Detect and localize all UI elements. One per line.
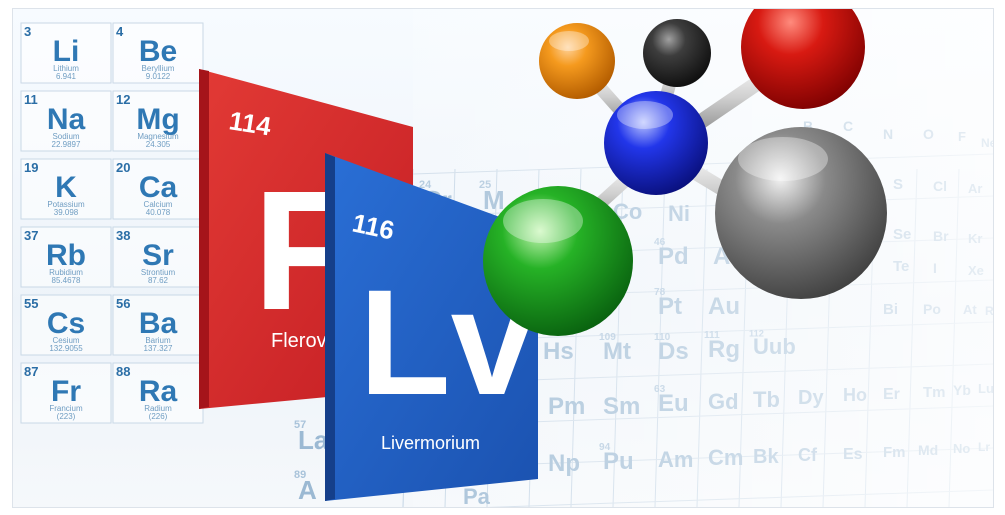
element-name: Strontium bbox=[141, 268, 176, 277]
element-name: Calcium bbox=[144, 200, 173, 209]
flerovium-number: 114 bbox=[227, 105, 274, 141]
element-cell-box bbox=[112, 226, 204, 288]
element-number: 20 bbox=[116, 160, 130, 175]
element-number: 11 bbox=[24, 92, 38, 107]
element-name: Lithium bbox=[53, 64, 79, 73]
background-element-number: 89 bbox=[294, 469, 306, 481]
element-symbol: Cs bbox=[47, 307, 85, 340]
element-number: 87 bbox=[24, 364, 38, 379]
orange-atom-highlight bbox=[549, 31, 589, 51]
element-symbol: Rb bbox=[46, 239, 86, 272]
element-symbol: Li bbox=[53, 35, 80, 68]
orange-atom bbox=[539, 23, 615, 99]
element-mass: 39.098 bbox=[54, 208, 79, 217]
element-number: 12 bbox=[116, 92, 130, 107]
element-mass: 87.62 bbox=[148, 276, 169, 285]
grey-atom bbox=[715, 127, 887, 299]
red-atom bbox=[741, 9, 865, 109]
element-name: Francium bbox=[49, 404, 83, 413]
element-mass: (223) bbox=[57, 412, 76, 421]
livermorium-card-face bbox=[325, 153, 538, 501]
element-name: Sodium bbox=[52, 132, 79, 141]
image-frame: 24Cr25MCoNi46PdA78PtAuHs109Mt110Ds111Rg1… bbox=[12, 8, 994, 508]
element-mass: 40.078 bbox=[146, 208, 171, 217]
element-cell-box bbox=[20, 294, 112, 356]
element-symbol: Ca bbox=[139, 171, 178, 204]
element-number: 19 bbox=[24, 160, 38, 175]
element-symbol: Fr bbox=[51, 375, 81, 408]
element-symbol: Ra bbox=[139, 375, 178, 408]
element-cell-box bbox=[112, 362, 204, 424]
element-name: Radium bbox=[144, 404, 172, 413]
flerovium-card-edge bbox=[199, 69, 209, 409]
element-number: 55 bbox=[24, 296, 38, 311]
element-number: 88 bbox=[116, 364, 130, 379]
element-symbol: Sr bbox=[142, 239, 174, 272]
element-cell-box bbox=[112, 90, 204, 152]
blue-atom-highlight bbox=[617, 101, 673, 129]
livermorium-card-edge bbox=[325, 153, 335, 501]
element-name: Barium bbox=[145, 336, 171, 345]
periodic-table-illustration: 24Cr25MCoNi46PdA78PtAuHs109Mt110Ds111Rg1… bbox=[20, 9, 993, 507]
element-cell-box bbox=[20, 158, 112, 220]
element-mass: 132.9055 bbox=[49, 344, 83, 353]
molecule bbox=[483, 9, 887, 336]
element-mass: 9.0122 bbox=[146, 72, 171, 81]
element-cell-box bbox=[112, 22, 204, 84]
element-number: 37 bbox=[24, 228, 38, 243]
element-number: 4 bbox=[116, 24, 124, 39]
background-element-number: 57 bbox=[294, 419, 306, 431]
element-number: 38 bbox=[116, 228, 130, 243]
livermorium-name: Livermorium bbox=[381, 433, 480, 453]
element-cell-box bbox=[112, 158, 204, 220]
element-cell-box bbox=[20, 362, 112, 424]
element-number: 3 bbox=[24, 24, 31, 39]
element-symbol: Ba bbox=[139, 307, 178, 340]
blue-atom bbox=[604, 91, 708, 195]
element-symbol: Be bbox=[139, 35, 177, 68]
element-number: 56 bbox=[116, 296, 130, 311]
element-mass: 6.941 bbox=[56, 72, 77, 81]
element-symbol: Na bbox=[47, 103, 86, 136]
grey-atom-highlight bbox=[738, 137, 828, 181]
element-cell-box bbox=[112, 294, 204, 356]
dark-atom bbox=[643, 19, 711, 87]
element-mass: 22.9897 bbox=[52, 140, 81, 149]
element-cell-box bbox=[20, 226, 112, 288]
element-name: Cesium bbox=[52, 336, 79, 345]
element-name: Rubidium bbox=[49, 268, 83, 277]
left-periodic-table: 3LiLithium6.9414BeBeryllium9.012211NaSod… bbox=[20, 22, 204, 424]
element-cell-box bbox=[20, 22, 112, 84]
element-symbol: K bbox=[55, 171, 77, 204]
element-symbol: Mg bbox=[136, 103, 179, 136]
element-mass: (226) bbox=[149, 412, 168, 421]
green-atom bbox=[483, 186, 633, 336]
livermorium-card: 116 Lv Livermorium bbox=[325, 153, 538, 501]
green-atom-highlight bbox=[503, 199, 583, 243]
background-cell-a: 89A bbox=[294, 469, 317, 505]
element-name: Magnesium bbox=[137, 132, 179, 141]
background-element-symbol: La bbox=[298, 425, 329, 455]
element-mass: 24.305 bbox=[146, 140, 171, 149]
element-mass: 85.4678 bbox=[52, 276, 81, 285]
element-name: Potassium bbox=[47, 200, 85, 209]
element-name: Beryllium bbox=[142, 64, 175, 73]
element-cell-box bbox=[20, 90, 112, 152]
background-element-symbol: A bbox=[298, 475, 317, 505]
element-mass: 137.327 bbox=[144, 344, 173, 353]
